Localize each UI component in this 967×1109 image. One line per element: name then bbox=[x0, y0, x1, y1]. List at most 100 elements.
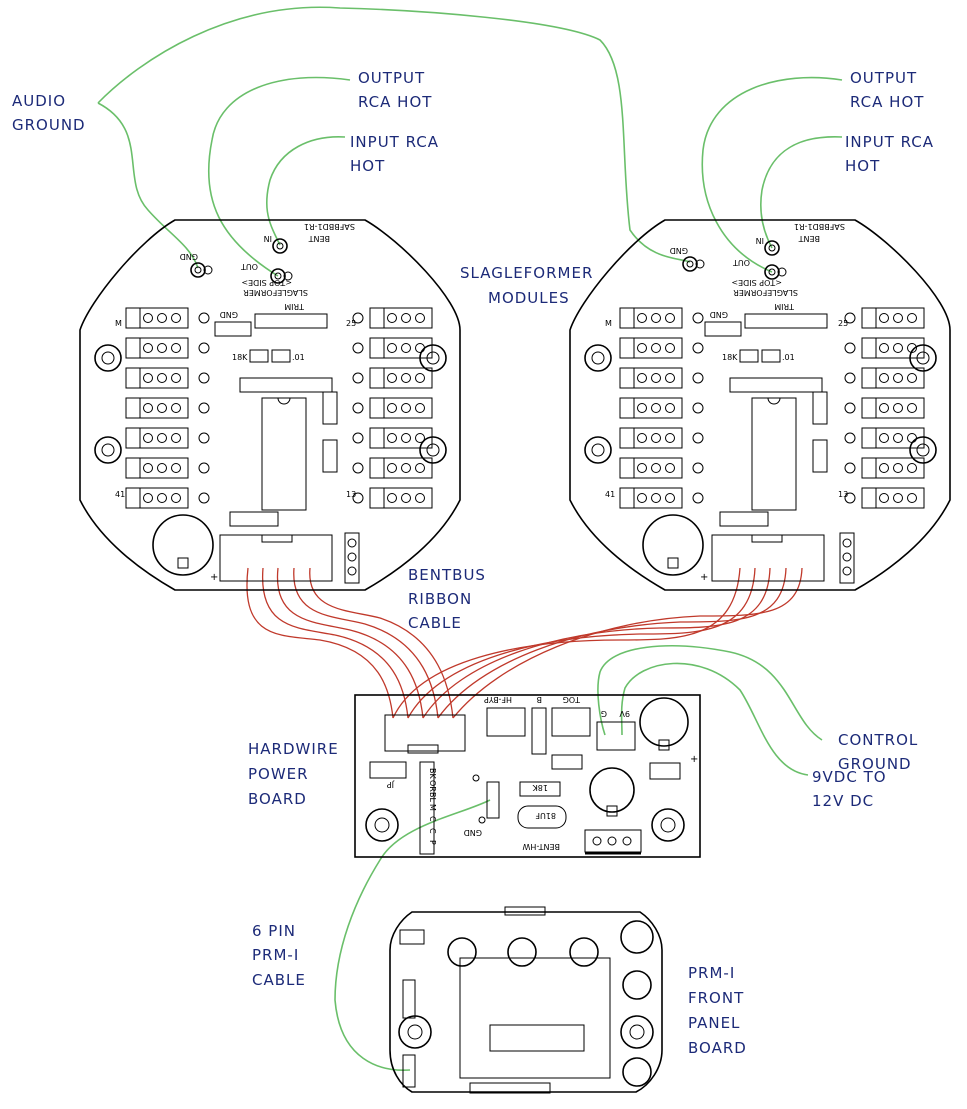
label-audio-ground-2: GROUND bbox=[12, 116, 86, 134]
module-left-plus: + bbox=[210, 572, 218, 583]
terminal-led bbox=[844, 312, 856, 324]
terminal-screw bbox=[907, 463, 917, 473]
mount-hole bbox=[584, 436, 612, 464]
label-front-panel-2: FRONT bbox=[688, 989, 744, 1007]
module-left-part-code: SAFBBD1-R1 bbox=[304, 222, 355, 231]
terminal-screw bbox=[415, 433, 425, 443]
terminal-screw bbox=[401, 493, 411, 503]
module-left-side: <TOP SIDE> bbox=[241, 278, 292, 287]
pw-pin-4: C bbox=[428, 816, 437, 822]
terminal-screw bbox=[651, 463, 661, 473]
mount-hole bbox=[94, 436, 122, 464]
pw-pin-1: OR bbox=[428, 780, 437, 792]
terminal-screw bbox=[637, 373, 647, 383]
terminal-screw bbox=[665, 493, 675, 503]
terminal-screw bbox=[143, 373, 153, 383]
terminal-screw bbox=[401, 343, 411, 353]
terminal-screw bbox=[415, 493, 425, 503]
terminal-screw bbox=[879, 343, 889, 353]
terminal-block bbox=[369, 307, 433, 329]
terminal-block bbox=[619, 427, 683, 449]
module-right-pin13: 13 bbox=[838, 490, 848, 499]
output-wire-right bbox=[701, 76, 843, 273]
terminal-screw bbox=[651, 403, 661, 413]
terminal-screw bbox=[665, 373, 675, 383]
terminal-screw bbox=[171, 493, 181, 503]
pw-pin-6: P bbox=[428, 840, 437, 845]
module-left-in: IN bbox=[264, 234, 272, 243]
terminal-screw bbox=[157, 463, 167, 473]
terminal-screw bbox=[143, 403, 153, 413]
terminal-screw bbox=[171, 433, 181, 443]
terminal-led bbox=[198, 312, 210, 324]
module-right-bent: BENT bbox=[798, 234, 820, 243]
module-right-pin41: 41 bbox=[605, 490, 615, 499]
terminal-led bbox=[844, 462, 856, 474]
terminal-led bbox=[844, 372, 856, 384]
pw-18k: 18K bbox=[532, 783, 548, 792]
terminal-screw bbox=[157, 493, 167, 503]
terminal-led bbox=[352, 372, 364, 384]
terminal-led bbox=[352, 432, 364, 444]
label-hardwire-3: BOARD bbox=[248, 790, 307, 808]
terminal-screw bbox=[143, 313, 153, 323]
terminal-block bbox=[369, 367, 433, 389]
terminal-block bbox=[619, 337, 683, 359]
pw-pin-2: BL bbox=[428, 792, 437, 802]
green-wires bbox=[97, 6, 843, 1071]
terminal-led bbox=[352, 312, 364, 324]
terminal-led bbox=[692, 312, 704, 324]
terminal-block bbox=[125, 307, 189, 329]
label-modules-2: MODULES bbox=[488, 289, 570, 307]
terminal-screw bbox=[401, 373, 411, 383]
terminal-block bbox=[125, 457, 189, 479]
pw-tog: TOG bbox=[563, 695, 581, 704]
pw-b: B bbox=[537, 695, 543, 704]
label-hardwire-1: HARDWIRE bbox=[248, 740, 339, 758]
terminal-screw bbox=[387, 403, 397, 413]
terminal-block bbox=[861, 337, 925, 359]
audio-ground-wire-left bbox=[97, 102, 199, 269]
terminal-block bbox=[369, 457, 433, 479]
terminal-screw bbox=[401, 313, 411, 323]
label-supply-1: 9VDC TO bbox=[812, 768, 887, 786]
label-prm-cable-2: PRM-I bbox=[252, 946, 299, 964]
label-supply-2: 12V DC bbox=[812, 792, 874, 810]
terminal-block bbox=[619, 367, 683, 389]
label-audio-ground-1: AUDIO bbox=[12, 92, 66, 110]
mount-hole bbox=[419, 436, 447, 464]
terminal-block bbox=[125, 367, 189, 389]
terminal-led bbox=[692, 492, 704, 504]
label-output-right-2: RCA HOT bbox=[850, 93, 924, 111]
terminal-led bbox=[198, 402, 210, 414]
terminal-led bbox=[692, 432, 704, 444]
module-right-gnd-small: GND bbox=[710, 310, 728, 319]
mount-hole bbox=[584, 344, 612, 372]
pw-pin-5: C bbox=[428, 828, 437, 834]
label-ribbon-3: CABLE bbox=[408, 614, 462, 632]
pw-bent-hw: BENT-HW bbox=[522, 842, 560, 851]
module-right: GND OUT IN SAFBBD1-R1 BENT <TOP SIDE> SL… bbox=[569, 219, 951, 591]
label-front-panel-1: PRM-I bbox=[688, 964, 735, 982]
label-control-ground-2: GROUND bbox=[838, 755, 912, 773]
terminal-screw bbox=[893, 433, 903, 443]
label-input-left-1: INPUT RCA bbox=[350, 133, 439, 151]
terminal-screw bbox=[387, 463, 397, 473]
terminal-block bbox=[125, 337, 189, 359]
module-right-side: <TOP SIDE> bbox=[731, 278, 782, 287]
label-front-panel-4: BOARD bbox=[688, 1039, 747, 1057]
terminal-screw bbox=[907, 433, 917, 443]
terminal-screw bbox=[907, 343, 917, 353]
terminal-screw bbox=[665, 403, 675, 413]
pw-cap: 81UF bbox=[535, 811, 556, 820]
pw-pin-3: M bbox=[428, 804, 437, 811]
module-left-pin25: 25 bbox=[346, 319, 356, 328]
terminal-screw bbox=[665, 463, 675, 473]
terminal-led bbox=[692, 462, 704, 474]
terminal-screw bbox=[387, 343, 397, 353]
power-board: BK OR BL M C C P HF-BYP B TOG G 9V 18K 8… bbox=[354, 694, 701, 858]
label-front-panel-3: PANEL bbox=[688, 1014, 740, 1032]
terminal-screw bbox=[893, 343, 903, 353]
module-right-part-code: SAFBBD1-R1 bbox=[794, 222, 845, 231]
terminal-led bbox=[198, 372, 210, 384]
